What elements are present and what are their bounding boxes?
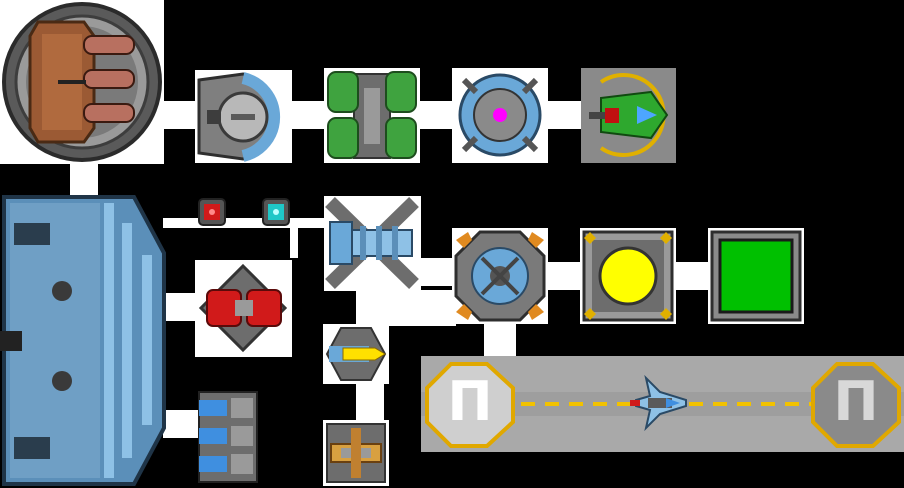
fighter-ship-icon — [630, 374, 687, 432]
missile-icon — [325, 327, 387, 381]
fuel-tank-icon — [327, 71, 417, 159]
connector-pipe — [418, 101, 454, 129]
connector-pipe — [545, 262, 583, 290]
fighter-turret-icon — [589, 73, 669, 157]
triple-barrel-turret-icon — [2, 2, 162, 162]
yellow-missile — [323, 324, 389, 384]
octagon-hub — [452, 228, 548, 324]
runway-icon — [421, 356, 904, 452]
red-indicator-icon — [198, 198, 226, 226]
shield-module-icon — [197, 72, 281, 162]
connector-pipe — [545, 101, 583, 129]
hub-node-icon — [454, 230, 546, 322]
right-pad-glyph: Π — [833, 370, 879, 433]
orange-gun-module — [323, 420, 389, 486]
yellow-light-icon — [582, 230, 674, 322]
hull-panel-icon — [0, 195, 166, 486]
cyan-indicator — [260, 196, 292, 228]
connector-pipe — [418, 258, 454, 286]
connector-pipe — [673, 262, 709, 290]
cannon-module-icon — [325, 196, 419, 290]
connector-pipe — [163, 218, 327, 228]
yellow-light-module — [580, 228, 676, 324]
connector-pipe — [356, 290, 456, 326]
red-indicator — [196, 196, 228, 228]
connector-pipe — [290, 101, 326, 129]
blue-thruster-stack — [195, 388, 261, 486]
cyan-indicator-icon — [262, 198, 290, 226]
reactor-core-magenta — [452, 68, 548, 163]
red-tank-module — [195, 260, 292, 357]
copper-turret-dome — [0, 0, 164, 164]
green-fighter-turret — [581, 68, 676, 163]
half-shield-module — [195, 70, 292, 163]
blue-hull-section — [0, 193, 168, 488]
green-screen-module — [708, 228, 804, 324]
reactor-core-icon — [458, 73, 542, 157]
connector-pipe — [484, 320, 516, 358]
connector-pipe — [70, 163, 98, 197]
connector-pipe — [163, 410, 199, 438]
red-tank-icon — [198, 263, 288, 353]
connector-pipe — [163, 293, 199, 321]
connector-pipe — [290, 218, 298, 258]
thruster-stack-icon — [198, 391, 258, 483]
gun-module-icon — [326, 423, 386, 483]
connector-pipe — [160, 101, 200, 129]
screen-module-icon — [710, 230, 802, 322]
green-tank-module — [324, 68, 420, 163]
blue-cannon-module — [324, 196, 421, 291]
connector-pipe — [356, 378, 384, 424]
small-fighter-ship — [626, 370, 692, 436]
left-pad-glyph: Π — [447, 370, 493, 433]
